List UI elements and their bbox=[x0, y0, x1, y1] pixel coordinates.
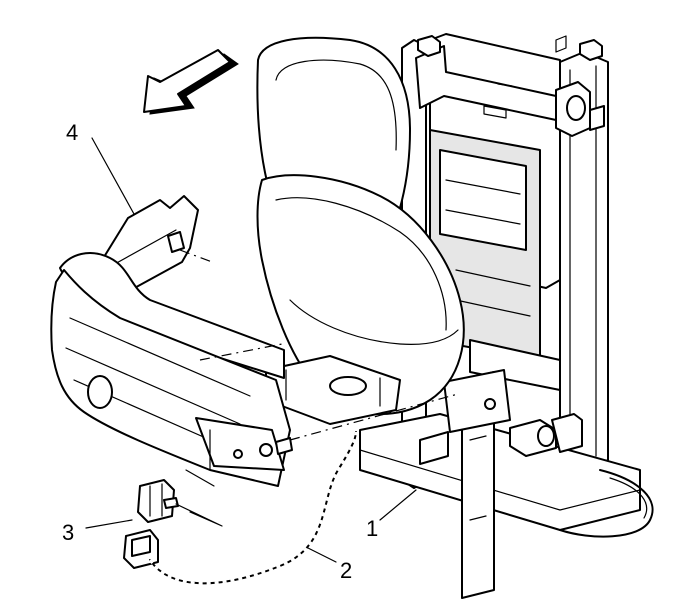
callout-1: 1 bbox=[366, 516, 378, 541]
fascia-bracket bbox=[50, 195, 293, 487]
callout-3: 3 bbox=[62, 520, 74, 545]
lower-cross-member bbox=[359, 413, 654, 538]
alignment-lines bbox=[179, 249, 459, 441]
wiring-harness bbox=[148, 431, 358, 585]
lamp-housing bbox=[256, 36, 465, 425]
forward-direction-arrow-icon bbox=[143, 49, 239, 115]
impact-sensor bbox=[123, 479, 223, 569]
mounting-bracket bbox=[443, 369, 583, 599]
callout-4: 4 bbox=[66, 120, 78, 145]
leader-lines bbox=[85, 137, 417, 563]
callout-2: 2 bbox=[340, 558, 352, 583]
